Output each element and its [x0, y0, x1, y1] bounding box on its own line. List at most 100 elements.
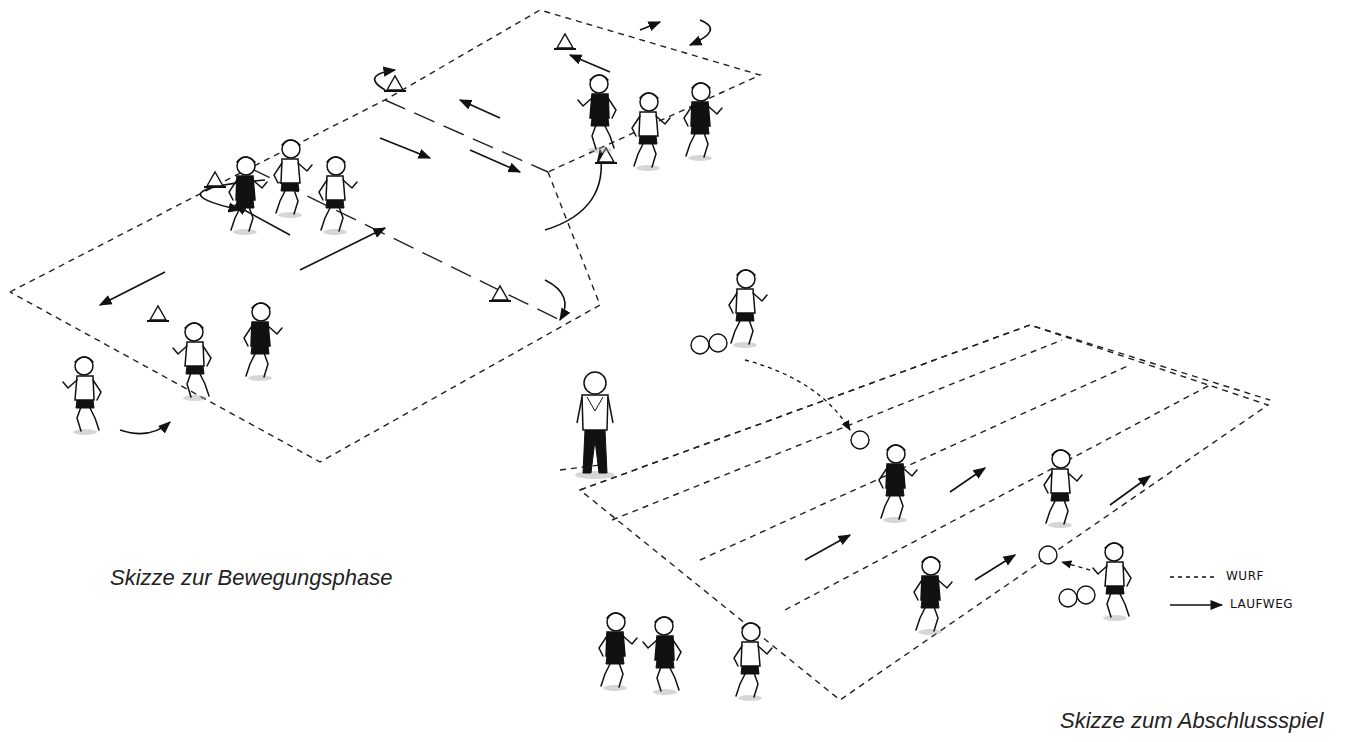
figure-part: [73, 429, 97, 435]
figure-part: [93, 380, 101, 400]
figure-part: [655, 617, 673, 635]
figure-part: [557, 34, 573, 48]
child-figure: [319, 157, 357, 235]
child-figure: [914, 557, 952, 635]
figure-part: [582, 395, 608, 430]
figure-part: [492, 286, 508, 300]
figure-part: [185, 323, 203, 328]
figure-part: [1048, 522, 1072, 528]
figure-part: [607, 613, 625, 631]
figure-part: [903, 468, 917, 476]
figure-part: [733, 342, 757, 348]
figure-part: [185, 323, 203, 341]
cone: [489, 286, 511, 301]
figure-part: [758, 646, 772, 654]
figure-part: [281, 183, 299, 191]
figure-part: [583, 430, 607, 473]
figure-part: [708, 106, 722, 114]
figure-part: [236, 200, 254, 208]
figure-part: [326, 200, 344, 208]
figure-part: [76, 400, 94, 408]
figure-part: [887, 445, 905, 463]
figure-part: [1093, 566, 1107, 574]
figure-part: [150, 306, 166, 320]
cone: [554, 34, 576, 49]
figure-part: [326, 176, 345, 200]
figure-part: [236, 176, 255, 200]
figure-part: [741, 666, 759, 674]
figure-part: [274, 163, 282, 183]
child-figure: [879, 445, 917, 523]
figure-part: [656, 660, 674, 668]
figure-part: [590, 75, 608, 80]
figure-part: [655, 617, 673, 622]
ball: [709, 334, 727, 352]
figure-part: [640, 93, 658, 111]
figure-part: [921, 576, 940, 600]
figure-part: [691, 126, 709, 134]
figure-part: [653, 689, 677, 695]
figure-part: [387, 76, 403, 90]
figure-part: [204, 186, 226, 188]
figure-part: [237, 157, 255, 175]
figure-part: [737, 270, 755, 288]
figure-part: [327, 157, 345, 162]
figure-part: [323, 229, 347, 235]
figure-part: [879, 468, 887, 488]
figure-part: [237, 157, 255, 162]
figure-part: [918, 629, 942, 635]
figure-part: [1051, 469, 1070, 493]
cone: [384, 76, 406, 91]
figure-part: [1123, 566, 1131, 586]
figure-part: [186, 366, 204, 374]
figure-part: [147, 320, 169, 322]
figure-part: [554, 48, 576, 50]
figure-part: [632, 116, 640, 136]
figure-part: [584, 372, 606, 394]
figure-part: [606, 632, 625, 656]
figure-part: [673, 640, 681, 660]
figure-part: [75, 357, 93, 362]
figure-part: [1103, 615, 1127, 621]
sketch-caption: Skizze zum Abschlussspiel: [1060, 708, 1323, 734]
figure-part: [636, 165, 660, 171]
child-figure: [173, 323, 211, 401]
run-arrows: [100, 20, 710, 434]
figure-part: [691, 102, 710, 126]
figure-part: [1052, 450, 1070, 468]
figure-part: [688, 155, 712, 161]
child-figure: [1044, 450, 1082, 528]
run-arrows: [805, 468, 1150, 580]
throw-lines: [745, 360, 1090, 570]
figure-part: [736, 313, 754, 321]
figure-part: [692, 83, 710, 88]
figure-part: [738, 695, 762, 701]
figure-part: [281, 159, 300, 183]
figure-part: [742, 623, 760, 641]
figure-part: [268, 326, 282, 334]
ball: [1059, 589, 1077, 607]
figure-part: [655, 636, 674, 660]
legend-samples: [1170, 577, 1222, 605]
ball: [1077, 586, 1095, 604]
figure-part: [63, 380, 77, 388]
legend-label: WURF: [1226, 569, 1264, 583]
figure-part: [183, 395, 207, 401]
figure-part: [607, 613, 625, 618]
figure-part: [591, 118, 609, 126]
figure-part: [692, 83, 710, 101]
child-figure: [63, 357, 101, 435]
cone: [147, 306, 169, 321]
figure-part: [1052, 450, 1070, 455]
figure-part: [251, 346, 269, 354]
figure-part: [734, 646, 742, 666]
figure-part: [203, 346, 211, 366]
figure-part: [1051, 493, 1069, 501]
figure-part: [922, 557, 940, 562]
figure-part: [282, 140, 300, 145]
figure-part: [1044, 473, 1052, 493]
figure-part: [384, 90, 406, 92]
figure-part: [75, 376, 94, 400]
figure-part: [737, 270, 755, 275]
figure-part: [1105, 543, 1123, 548]
